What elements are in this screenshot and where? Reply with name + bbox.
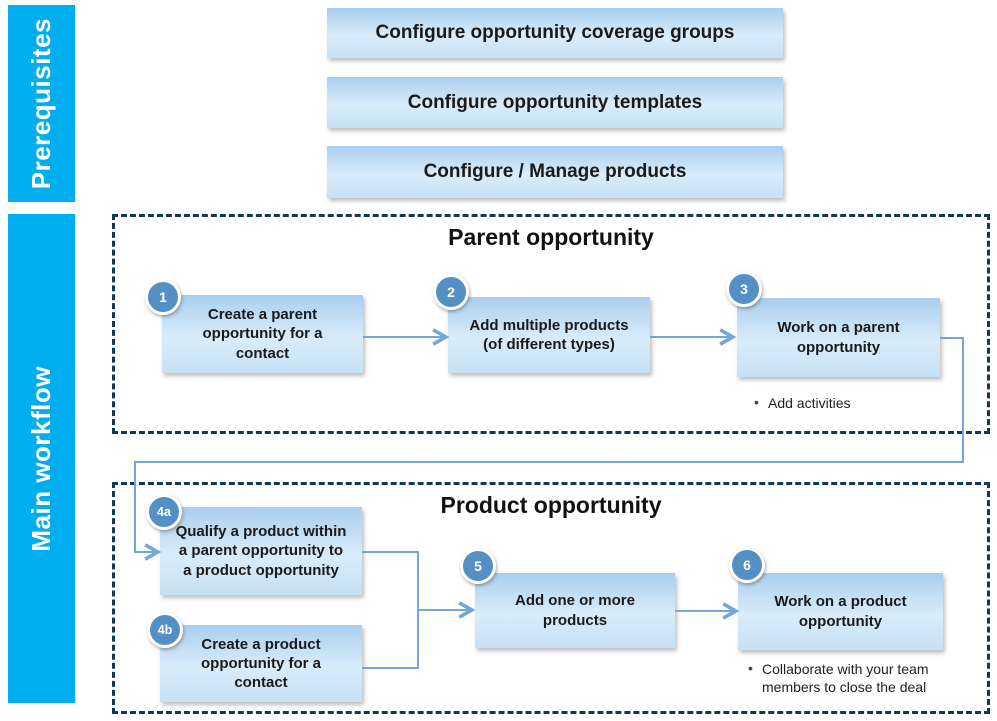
step-number-badge: 2	[433, 274, 469, 310]
section-title: Product opportunity	[440, 492, 662, 518]
step-number: 4a	[157, 505, 171, 519]
step-box-2: Add multiple products (of different type…	[448, 297, 650, 373]
section-title: Parent opportunity	[448, 224, 654, 250]
connector-step4a-merge	[362, 551, 419, 612]
prerequisite-label: Configure opportunity coverage groups	[375, 22, 735, 43]
step-number: 4b	[157, 623, 173, 637]
section-parent-opportunity: Parent opportunity	[112, 214, 990, 434]
step-box-3: Work on a parent opportunity	[737, 298, 940, 377]
step-number-badge: 4b	[147, 612, 183, 648]
step-label: Add multiple products (of different type…	[469, 316, 629, 353]
step-box-6: Work on a product opportunity	[738, 573, 943, 650]
step-label: Create a product opportunity for a conta…	[201, 635, 321, 692]
prerequisite-box-templates: Configure opportunity templates	[327, 77, 783, 128]
sidebar-band-main-workflow: Main workflow	[8, 214, 75, 703]
step-box-5: Add one or more products	[475, 573, 675, 648]
step-box-1: Create a parent opportunity for a contac…	[162, 295, 363, 373]
step-label: Work on a parent opportunity	[777, 319, 900, 356]
step-label: Create a parent opportunity for a contac…	[202, 306, 323, 362]
step-number-badge: 5	[460, 548, 496, 584]
step-number-badge: 3	[726, 271, 762, 307]
prerequisite-box-coverage-groups: Configure opportunity coverage groups	[327, 8, 783, 58]
step-note: Add activities	[752, 393, 963, 412]
prerequisite-box-manage-products: Configure / Manage products	[327, 146, 783, 198]
connector-step3-to-step4a	[134, 337, 964, 552]
step-box-4b: Create a product opportunity for a conta…	[160, 625, 362, 702]
sidebar-band-prerequisites: Prerequisites	[8, 5, 75, 202]
connector-step4b-merge	[362, 608, 419, 669]
step-number-badge: 6	[729, 547, 765, 583]
prerequisite-label: Configure / Manage products	[423, 161, 687, 182]
step-box-4a: Qualify a product within a parent opport…	[160, 507, 362, 595]
step-number: 2	[447, 284, 455, 300]
prerequisite-label: Configure opportunity templates	[407, 91, 703, 113]
step-label: Qualify a product within a parent opport…	[175, 523, 347, 579]
step-note: Collaborate with your team members to cl…	[746, 659, 934, 697]
step-number: 5	[474, 558, 482, 574]
step-number: 3	[740, 281, 748, 297]
step-number: 1	[159, 289, 167, 305]
section-product-opportunity: Product opportunity	[112, 482, 990, 714]
step-label: Work on a product opportunity	[774, 593, 907, 630]
step-number-badge: 1	[145, 279, 181, 315]
step-number: 6	[743, 557, 751, 573]
step-number-badge: 4a	[146, 494, 182, 530]
step-label: Add one or more products	[514, 592, 635, 629]
